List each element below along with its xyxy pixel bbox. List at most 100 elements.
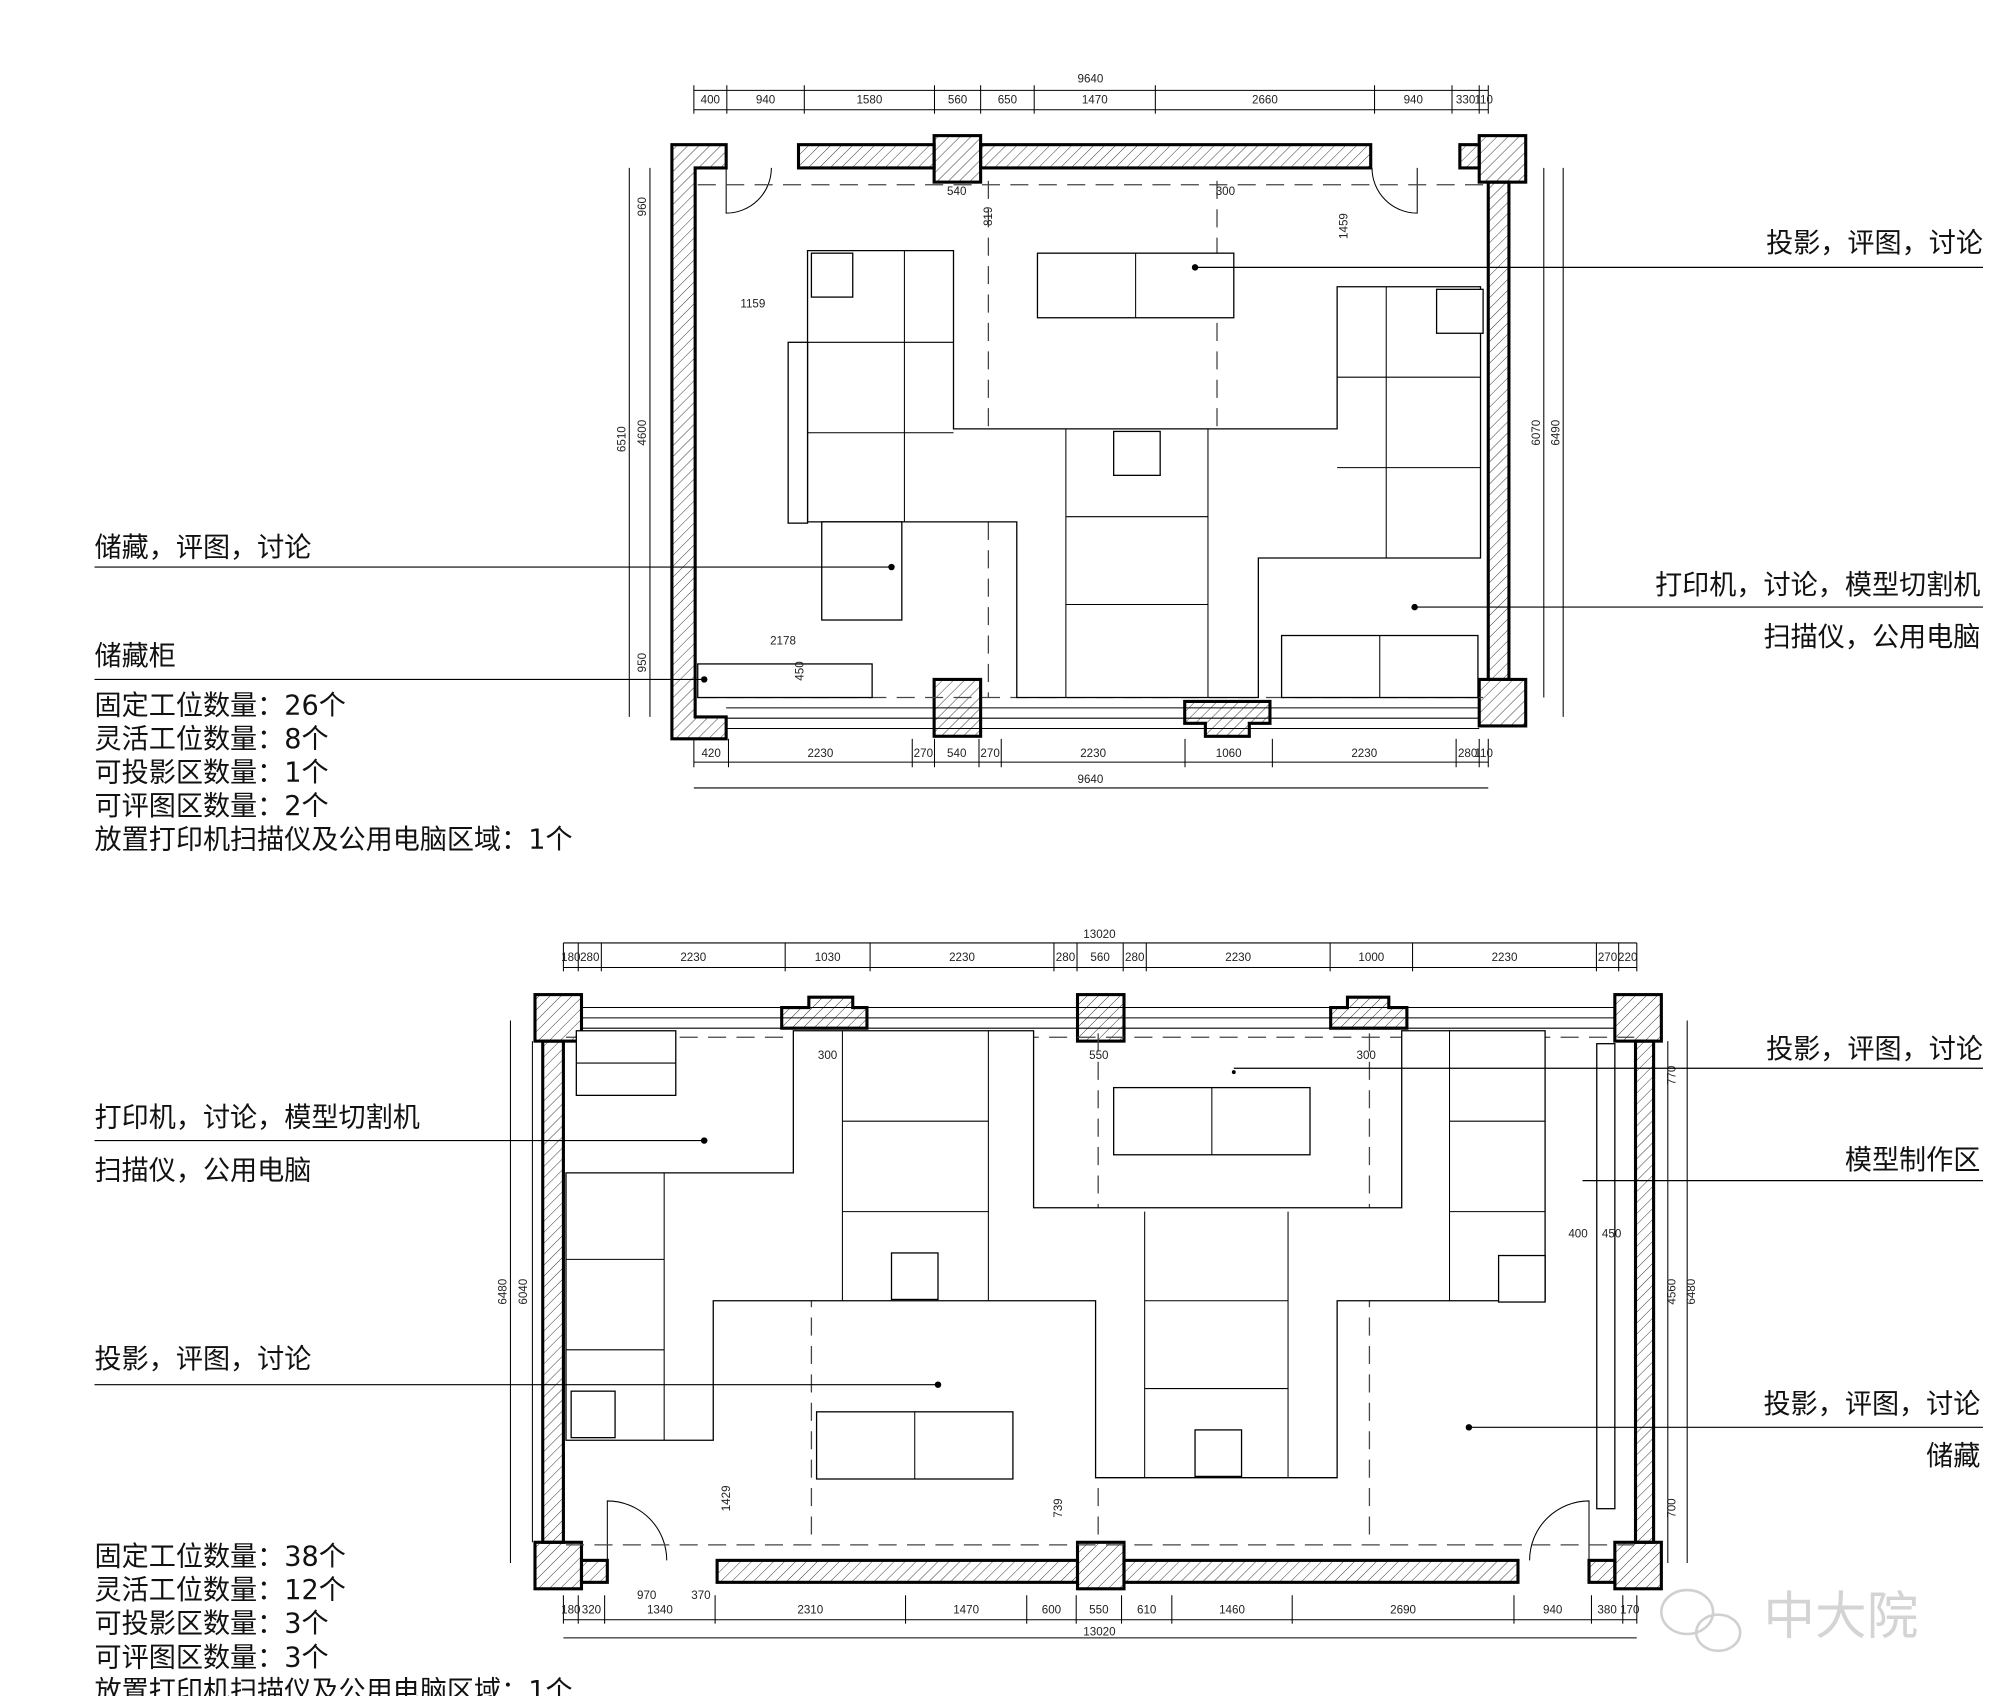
dim-bottom: 380: [1597, 1603, 1616, 1616]
label-printer: 打印机，讨论，模型切割机: [1655, 570, 1980, 601]
floor-plan-1: 9640 9640 6510 960 4600 950 6070 6490 11…: [94, 73, 1983, 856]
dim-bottom: 270: [914, 747, 933, 760]
label-printer: 打印机，讨论，模型切割机: [95, 1102, 420, 1133]
dim-bottom: 550: [1089, 1603, 1108, 1616]
dim-bottom: 1340: [647, 1603, 673, 1616]
dimension-lines: [628, 89, 1564, 789]
dim: 700: [1666, 1498, 1679, 1517]
label-projection-right: 投影，评图，讨论: [1764, 1389, 1981, 1420]
steps: [1194, 1429, 1243, 1478]
table: [815, 1411, 1014, 1480]
dim-left: 4600: [636, 420, 649, 446]
workstation-block: [565, 1030, 1546, 1479]
dim-top: 330: [1456, 93, 1475, 106]
dim-bottom: 110: [1474, 747, 1493, 760]
dim-top: 560: [948, 93, 967, 106]
dim-bottom: 2690: [1390, 1603, 1416, 1616]
dim: 370: [691, 1589, 710, 1602]
wall: [1183, 699, 1272, 738]
table: [821, 521, 903, 621]
window-lines: [726, 707, 1480, 730]
dim-bottom: 2230: [1080, 747, 1106, 760]
stat-review: 可评图区数量：2个: [95, 791, 329, 822]
wall: [1633, 1039, 1656, 1544]
column: [1613, 993, 1663, 1043]
dim-top: 650: [998, 93, 1017, 106]
label-projection: 投影，评图，讨论: [1766, 228, 1983, 259]
wall: [796, 143, 936, 170]
dim-bottom: 180: [561, 1603, 580, 1616]
dim: 770: [1666, 1066, 1679, 1085]
storage-cabinet: [1596, 1043, 1616, 1510]
stat-projection: 可投影区数量：3个: [95, 1609, 329, 1640]
stat-flexible: 灵活工位数量：12个: [95, 1575, 346, 1606]
dim-bottom: 280: [1458, 747, 1477, 760]
column: [1075, 1540, 1126, 1591]
dim-top: 400: [701, 93, 720, 106]
dim-bottom: 420: [701, 747, 720, 760]
dim-total-bottom: 13020: [1083, 1625, 1115, 1638]
dim-bottom: 320: [582, 1603, 601, 1616]
label-cabinet: 储藏柜: [95, 641, 176, 672]
steps: [810, 252, 854, 298]
dim-left-outer: 6480: [497, 1279, 510, 1305]
wall: [715, 1558, 1080, 1584]
dim-top: 110: [1474, 93, 1493, 106]
label-projection-top: 投影，评图，讨论: [1766, 1034, 1983, 1065]
wall: [1587, 1558, 1617, 1584]
wall: [1329, 995, 1409, 1030]
stat-fixed: 固定工位数量：38个: [95, 1542, 346, 1573]
stat-fixed: 固定工位数量：26个: [95, 690, 346, 721]
dim-top: 280: [1125, 951, 1144, 964]
dim-top: 1000: [1358, 951, 1384, 964]
door: [1371, 167, 1418, 214]
dim: 400: [1568, 1227, 1587, 1240]
door: [725, 167, 772, 214]
dim-top: 940: [756, 93, 775, 106]
door: [606, 1500, 668, 1561]
dim-bottom: 540: [947, 747, 966, 760]
dim: 970: [637, 1589, 656, 1602]
dim-total-bottom: 9640: [1078, 773, 1104, 786]
dim-bottom: 1470: [953, 1603, 979, 1616]
floor-plan-2: 13020 13020 6480 6040 4560 6480 300 550 …: [94, 928, 1983, 1696]
wall: [1486, 180, 1511, 681]
dim: 739: [1052, 1498, 1065, 1517]
stats-list-1: 固定工位数量：26个 灵活工位数量：8个 可投影区数量：1个 可评图区数量：2个…: [95, 690, 573, 855]
storage-cabinet: [697, 663, 873, 699]
dim-top: 2230: [949, 951, 975, 964]
label-projection-mid: 投影，评图，讨论: [95, 1344, 312, 1375]
wechat-icon: [1660, 1588, 1742, 1653]
stat-printer-area: 放置打印机扫描仪及公用电脑区域：1个: [95, 1676, 573, 1696]
label-storage: 储藏: [1926, 1441, 1980, 1472]
wall: [579, 1558, 609, 1584]
dim: 2178: [770, 635, 796, 648]
dim-top: 280: [580, 951, 599, 964]
steps: [1497, 1254, 1546, 1303]
dim-total-top: 9640: [1078, 73, 1104, 86]
dim-top: 270: [1598, 951, 1617, 964]
table: [1036, 252, 1235, 319]
dim-left: 950: [636, 653, 649, 672]
dim-left: 960: [636, 197, 649, 216]
dim-bottom: 2230: [807, 747, 833, 760]
dim-right-outer: 6490: [1549, 420, 1562, 446]
stat-printer-area: 放置打印机扫描仪及公用电脑区域：1个: [95, 825, 573, 856]
dim: 450: [794, 661, 807, 680]
dim-bottom: 270: [980, 747, 999, 760]
dim: 1459: [1337, 213, 1350, 239]
column: [533, 993, 584, 1043]
column: [1477, 677, 1528, 728]
dim-top: 1470: [1082, 93, 1108, 106]
dim-bottom: 1460: [1219, 1603, 1245, 1616]
table: [1113, 1086, 1311, 1156]
dim: 550: [1089, 1049, 1108, 1062]
dim-bottom: 1060: [1216, 747, 1242, 760]
stat-flexible: 灵活工位数量：8个: [95, 724, 329, 755]
steps: [1435, 288, 1484, 334]
dim-right-outer: 6480: [1685, 1279, 1698, 1305]
wall: [979, 143, 1373, 170]
dim: 819: [982, 207, 995, 226]
